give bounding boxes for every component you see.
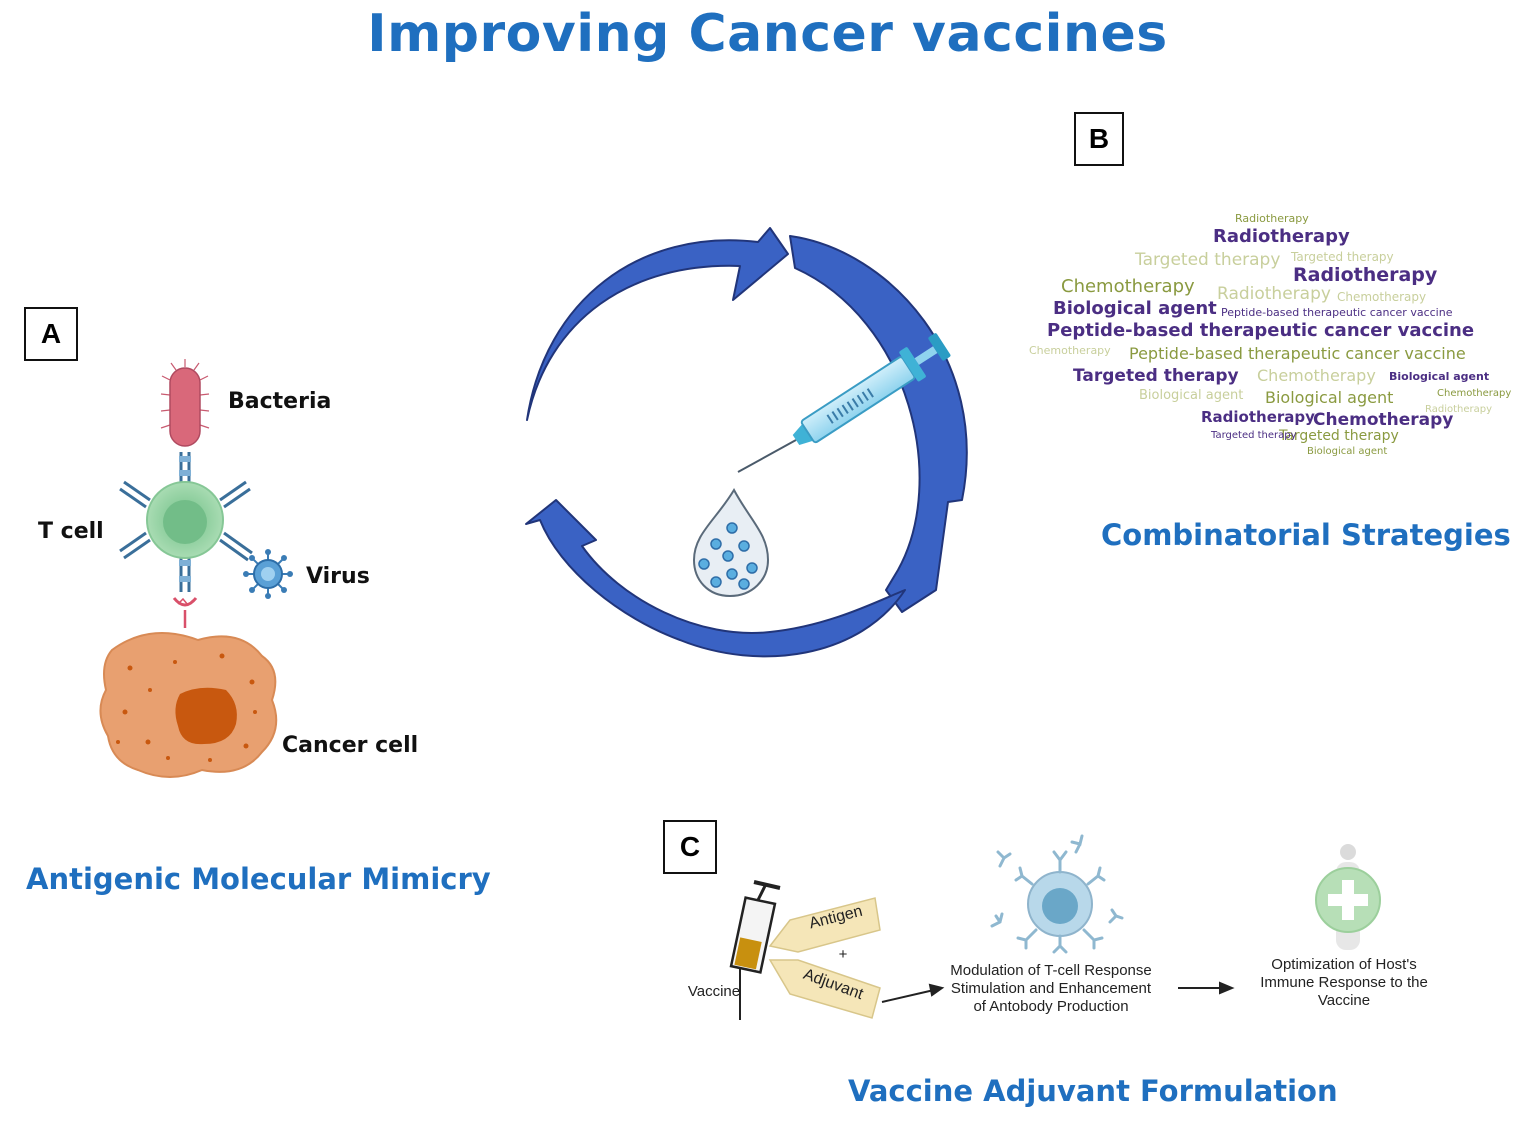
cloud-word: Targeted therapy (1211, 430, 1297, 441)
cloud-word: Peptide-based therapeutic cancer vaccine (1047, 320, 1475, 341)
heading-antigenic-mimicry: Antigenic Molecular Mimicry (26, 862, 491, 896)
panel-label-a: A (24, 307, 78, 361)
cloud-word: Chemotherapy (1437, 388, 1512, 399)
cloud-word: Radiotherapy (1213, 226, 1350, 247)
cloud-word: Radiotherapy (1235, 212, 1309, 225)
word-cloud: Radiotherapy Radiotherapy Targeted thera… (1015, 200, 1525, 470)
label-step-optimization: Optimization of Host's Immune Response t… (1246, 956, 1442, 1010)
cancer-cell-icon (99, 631, 278, 778)
label-t-cell: T cell (38, 519, 104, 544)
cloud-word: Radiotherapy (1201, 408, 1315, 426)
cloud-word: Targeted therapy (1279, 428, 1399, 444)
step2-line: Optimization of Host's (1271, 956, 1417, 973)
host-health-icon (1315, 844, 1381, 950)
step2-line: Immune Response to the (1260, 974, 1428, 991)
label-plus: + (838, 946, 848, 963)
cloud-word: Peptide-based therapeutic cancer vaccine (1129, 344, 1466, 363)
cloud-word: Radiotherapy (1293, 264, 1438, 286)
figure-title: Improving Cancer vaccines (367, 4, 1168, 64)
bcell-antibody-icon (990, 834, 1124, 954)
cloud-word: Targeted therapy (1073, 366, 1239, 386)
antigen-adjuvant-paths (768, 897, 881, 1019)
panel-label-b: B (1074, 112, 1124, 166)
cloud-word: Chemotherapy (1313, 410, 1454, 430)
cloud-word: Peptide-based therapeutic cancer vaccine (1221, 306, 1453, 319)
label-virus: Virus (306, 564, 370, 589)
label-step-modulation: Modulation of T-cell Response Stimulatio… (936, 962, 1166, 1016)
cloud-word: Radiotherapy (1425, 404, 1493, 415)
step1-line: Modulation of T-cell Response (950, 962, 1152, 979)
cloud-word: Targeted therapy (1291, 250, 1394, 264)
cloud-word: Chemotherapy (1257, 366, 1376, 385)
bacteria-icon (160, 359, 210, 447)
panel-label-c: C (663, 820, 717, 874)
heading-vaccine-adjuvant: Vaccine Adjuvant Formulation (848, 1074, 1338, 1108)
step1-line: Stimulation and Enhancement (950, 980, 1152, 997)
cloud-word: Chemotherapy (1337, 290, 1427, 304)
step2-line: Vaccine (1317, 992, 1371, 1009)
label-bacteria: Bacteria (228, 389, 332, 414)
vaccine-syringe-icon (729, 880, 781, 1020)
t-cell-icon (146, 481, 224, 559)
heading-combinatorial-strategies: Combinatorial Strategies (1101, 518, 1511, 552)
label-vaccine: Vaccine (687, 983, 741, 1000)
cloud-word: Biological agent (1389, 370, 1490, 383)
cloud-word: Chemotherapy (1061, 276, 1195, 297)
cloud-word: Biological agent (1307, 446, 1388, 457)
step1-line: of Antobody Production (973, 998, 1129, 1015)
flow-arrows (881, 981, 1235, 1003)
syringe-icon (737, 333, 951, 473)
binding-site-icon (172, 597, 198, 628)
droplet-icon (692, 487, 770, 598)
cloud-word: Biological agent (1265, 388, 1394, 407)
cloud-word: Radiotherapy (1217, 284, 1331, 304)
cloud-word: Targeted therapy (1135, 250, 1281, 270)
cloud-word: Biological agent (1139, 388, 1244, 403)
label-cancer-cell: Cancer cell (282, 733, 419, 758)
virus-icon (243, 549, 293, 599)
cloud-word: Chemotherapy (1029, 344, 1111, 357)
cycle-arrows-icon (525, 227, 968, 658)
cloud-word: Biological agent (1053, 298, 1217, 319)
